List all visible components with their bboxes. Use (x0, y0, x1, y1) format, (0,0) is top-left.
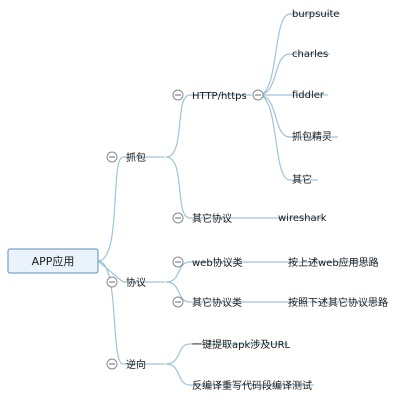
reverse-decompile-test[interactable]: 反编译重写代码段编译测试 (192, 379, 312, 392)
node-protocol[interactable]: 协议 (106, 276, 146, 289)
node-reverse[interactable]: 逆向 (106, 358, 146, 371)
tool-wireshark[interactable]: wireshark (278, 213, 327, 224)
tool-fiddler[interactable]: fiddler (292, 90, 325, 101)
link-capture-other (165, 156, 191, 219)
note-other[interactable]: 按照下述其它协议思路 (288, 296, 388, 309)
link-http-other (257, 94, 291, 181)
connector-lines (97, 13, 388, 386)
root-label: APP应用 (32, 254, 75, 268)
node-other-protocol[interactable]: 其它协议 (172, 212, 232, 225)
node-label: HTTP/https (192, 91, 247, 102)
node-label: 抓包 (126, 151, 146, 164)
tool-capture-sprite[interactable]: 抓包精灵 (292, 130, 332, 143)
node-label: 协议 (126, 276, 146, 289)
link-protocol-web (165, 261, 191, 283)
link-root-capture (97, 156, 124, 262)
node-label: web协议类 (192, 256, 243, 269)
node-other-protocol-class[interactable]: 其它协议类 (172, 296, 242, 309)
link-http-charles (257, 53, 291, 96)
link-root-reverse (97, 260, 124, 365)
node-http[interactable]: HTTP/https (172, 89, 264, 102)
link-capture-http (165, 94, 191, 158)
link-protocol-other (165, 281, 191, 303)
link-http-jingling (257, 94, 291, 138)
tool-other[interactable]: 其它 (292, 173, 312, 186)
link-http-burpsuite (257, 13, 291, 96)
link-reverse-apk (165, 343, 191, 365)
tool-charles[interactable]: charles (292, 49, 328, 60)
reverse-apk-url[interactable]: 一键提取apk涉及URL (192, 338, 291, 351)
link-reverse-decompile (165, 363, 191, 386)
tool-burpsuite[interactable]: burpsuite (292, 9, 340, 20)
node-capture[interactable]: 抓包 (106, 151, 146, 164)
root-node[interactable]: APP应用 (7, 248, 99, 274)
node-label: 其它协议 (192, 212, 232, 225)
note-web[interactable]: 按上述web应用思路 (288, 256, 379, 269)
node-label: 其它协议类 (192, 296, 242, 309)
http-tools: burpsuite charles fiddler 抓包精灵 其它 (292, 9, 340, 186)
link-root-protocol (97, 260, 124, 283)
node-web-protocol[interactable]: web协议类 (172, 256, 243, 269)
node-label: 逆向 (126, 358, 146, 371)
